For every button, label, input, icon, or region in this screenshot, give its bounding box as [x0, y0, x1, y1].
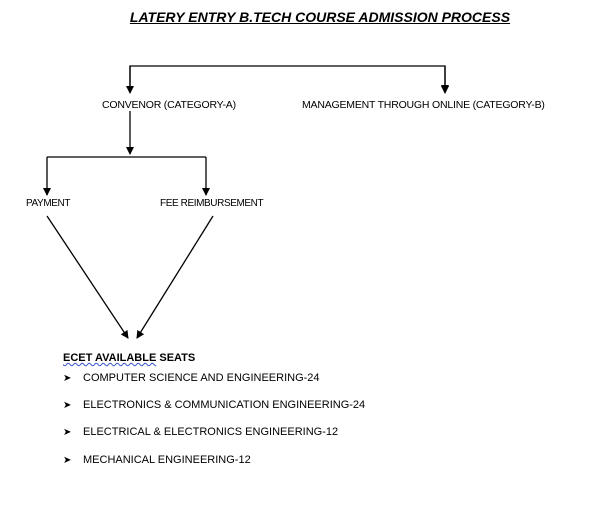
list-item: ➤ ELECTRONICS & COMMUNICATION ENGINEERIN…	[63, 399, 365, 411]
arrowhead-bullet-icon: ➤	[63, 426, 72, 438]
category-a-node: CONVENOR (CATEGORY-A)	[102, 99, 236, 111]
arrowhead-bullet-icon: ➤	[63, 372, 72, 384]
list-item: ➤ COMPUTER SCIENCE AND ENGINEERING-24	[63, 372, 320, 384]
seat-label: MECHANICAL ENGINEERING-12	[83, 454, 251, 466]
arrow-payment-to-seats	[46, 215, 129, 339]
top-split-bracket	[129, 65, 449, 93]
arrowhead-bullet-icon: ➤	[63, 399, 72, 411]
category-b-node: MANAGEMENT THROUGH ONLINE (CATEGORY-B)	[302, 99, 545, 111]
seats-heading: ECET AVAILABLE SEATS	[63, 352, 195, 364]
seat-label: COMPUTER SCIENCE AND ENGINEERING-24	[83, 372, 320, 384]
seats-heading-part2: SEATS	[156, 352, 196, 364]
seats-heading-part1: ECET AVAILABLE	[63, 352, 157, 364]
page-title: LATERY ENTRY B.TECH COURSE ADMISSION PRO…	[129, 9, 511, 25]
seat-label: ELECTRONICS & COMMUNICATION ENGINEERING-…	[83, 399, 366, 411]
seat-label: ELECTRICAL & ELECTRONICS ENGINEERING-12	[83, 426, 339, 438]
fee-reimbursement-node: FEE REIMBURSEMENT	[160, 198, 264, 209]
list-item: ➤ MECHANICAL ENGINEERING-12	[63, 454, 251, 466]
list-item: ➤ ELECTRICAL & ELECTRONICS ENGINEERING-1…	[63, 426, 338, 438]
arrow-fee-to-seats	[136, 215, 214, 339]
payment-node: PAYMENT	[26, 198, 71, 209]
arrowhead-bullet-icon: ➤	[63, 454, 72, 466]
